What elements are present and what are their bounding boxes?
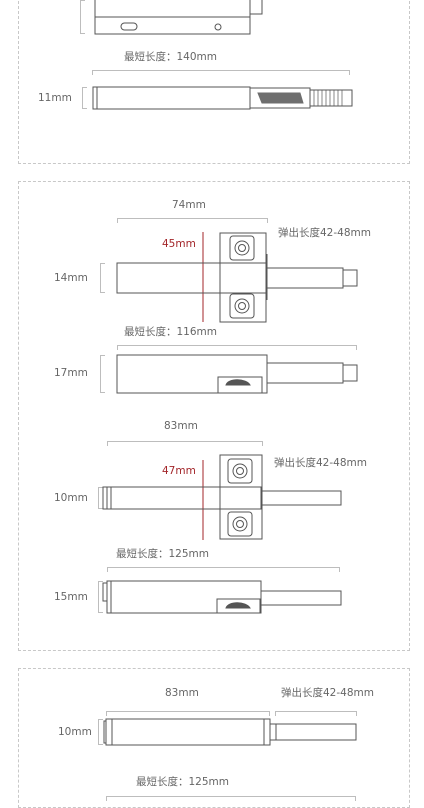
s3-height-label-side: 15mm (54, 591, 88, 603)
s2-min-length-bracket (117, 345, 357, 350)
s1-height-bracket (82, 87, 87, 109)
s4-width-label: 83mm (165, 687, 199, 699)
s1-top-height-bracket (80, 0, 85, 34)
s2-height-label-top: 14mm (54, 272, 88, 284)
s4-width-bracket (106, 711, 270, 716)
s3-height-label-top: 10mm (54, 492, 88, 504)
s4-eject-label: 弹出长度42-48mm (281, 687, 374, 699)
s2-min-length-label: 最短长度：116mm (124, 326, 217, 338)
s2-height-bracket-side (100, 355, 105, 393)
s2-eject-label: 弹出长度42-48mm (278, 227, 371, 239)
s1-min-length-bracket (92, 70, 350, 75)
s1-min-length-label: 最短长度：140mm (124, 51, 217, 63)
s4-min-length-bracket (106, 796, 356, 801)
s2-width-bracket (117, 218, 268, 223)
s3-device-top (102, 454, 342, 540)
s2-hole-spacing-label: 45mm (162, 238, 196, 250)
s4-height-bracket (98, 719, 103, 745)
s3-min-length-label: 最短长度：125mm (116, 548, 209, 560)
s3-min-length-bracket (107, 567, 340, 572)
panel-2 (18, 181, 410, 651)
s3-width-bracket (107, 441, 263, 446)
s3-device-side (102, 580, 342, 614)
s1-height-label: 11mm (38, 92, 72, 104)
s4-min-length-label: 最短长度：125mm (136, 776, 229, 788)
panel-1 (18, 0, 410, 164)
s3-height-bracket-top (98, 487, 103, 509)
s3-height-bracket-side (98, 581, 103, 613)
s3-width-label: 83mm (164, 420, 198, 432)
s2-height-label-side: 17mm (54, 367, 88, 379)
s1-device-top (94, 0, 263, 35)
s4-eject-bracket (275, 711, 357, 716)
s2-device-side (116, 354, 358, 394)
s2-width-label: 74mm (172, 199, 206, 211)
s3-hole-spacing-label: 47mm (162, 465, 196, 477)
s1-device-side (92, 86, 353, 110)
s4-height-label: 10mm (58, 726, 92, 738)
s4-device-top (103, 718, 357, 746)
s2-device-top (116, 232, 358, 323)
s3-eject-label: 弹出长度42-48mm (274, 457, 367, 469)
s2-height-bracket-top (100, 263, 105, 293)
